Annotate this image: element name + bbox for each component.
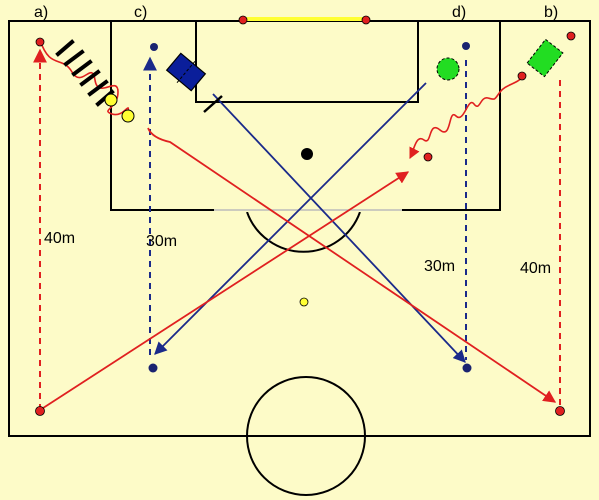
marker-red-b-top2 — [517, 71, 527, 81]
label-d: d) — [452, 4, 466, 21]
red-dribble-right — [409, 75, 524, 160]
pitch-markings — [8, 20, 591, 496]
penalty-arc — [246, 211, 361, 253]
marker-navy-c-top — [150, 43, 158, 51]
distance-label-a: 40m — [44, 230, 75, 247]
penalty-spot-icon — [301, 148, 313, 160]
marker-navy-d-top — [462, 42, 470, 50]
distance-label-b: 40m — [520, 260, 551, 277]
marker-navy-c-bottom — [148, 363, 158, 373]
penalty-area — [110, 20, 501, 211]
goal-post-right — [361, 15, 371, 25]
red-dribble-left — [39, 39, 130, 116]
blue-player-marker — [203, 95, 223, 113]
marker-red-b-top1 — [566, 31, 576, 41]
blue-player-icon — [165, 52, 207, 92]
ball-yellow-2 — [121, 109, 135, 123]
goal-post-left — [238, 15, 248, 25]
green-player-icon — [436, 57, 460, 81]
ball-yellow-1 — [104, 93, 118, 107]
marker-red-b-bottom — [555, 406, 565, 416]
center-circle — [246, 376, 366, 496]
blue-pass-right-to-left — [154, 82, 427, 355]
green-player-box-icon — [526, 38, 564, 78]
ball-icon — [299, 297, 309, 307]
goal-area — [195, 20, 419, 103]
marker-red-a-top — [35, 37, 45, 47]
label-c: c) — [134, 4, 147, 21]
red-pass-left-to-right — [147, 127, 557, 403]
blue-pass-left-to-right — [212, 93, 466, 363]
distance-label-d: 30m — [424, 258, 455, 275]
marker-red-mid — [423, 152, 433, 162]
label-b: b) — [544, 4, 558, 21]
red-pass-right-to-left — [39, 171, 410, 411]
label-a: a) — [34, 4, 48, 21]
marker-navy-d-bottom — [462, 363, 472, 373]
distance-label-c: 30m — [146, 233, 177, 250]
agility-ladder-icon — [55, 39, 115, 107]
marker-red-a-bottom — [35, 406, 45, 416]
